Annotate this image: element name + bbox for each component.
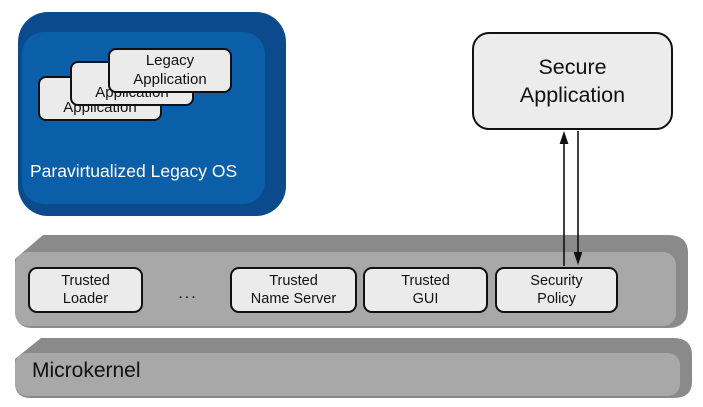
- service-label-line2: Loader: [62, 291, 109, 307]
- microkernel-bar: [15, 338, 692, 398]
- service-label-line1: Trusted: [401, 273, 450, 289]
- service-box-trusted-loader: Trusted Loader: [28, 267, 143, 313]
- legacy-app-label-line1: Legacy: [145, 52, 195, 69]
- secure-application-box: Secure Application: [472, 32, 673, 130]
- service-box-trusted-gui: Trusted GUI: [363, 267, 488, 313]
- service-box-trusted-name-server: Trusted Name Server: [230, 267, 357, 313]
- secure-application-label-line1: Secure: [538, 55, 607, 79]
- secure-application-label-line2: Application: [519, 83, 626, 107]
- service-label-line1: Trusted: [269, 273, 318, 289]
- legacy-os-label: Paravirtualized Legacy OS: [30, 161, 238, 181]
- service-box-security-policy: Security Policy: [495, 267, 618, 313]
- legacy-app-label-line2: Application: [133, 70, 207, 88]
- services-ellipsis: ...: [178, 285, 198, 302]
- service-label-line1: Trusted: [61, 273, 110, 289]
- service-label-line2: GUI: [412, 291, 439, 307]
- service-label-line1: Security: [530, 273, 583, 289]
- service-label-line2: Name Server: [250, 291, 337, 307]
- legacy-app-box-front: Legacy Application: [108, 48, 232, 93]
- microkernel-label: Microkernel: [32, 359, 141, 382]
- service-label-line2: Policy: [537, 291, 576, 307]
